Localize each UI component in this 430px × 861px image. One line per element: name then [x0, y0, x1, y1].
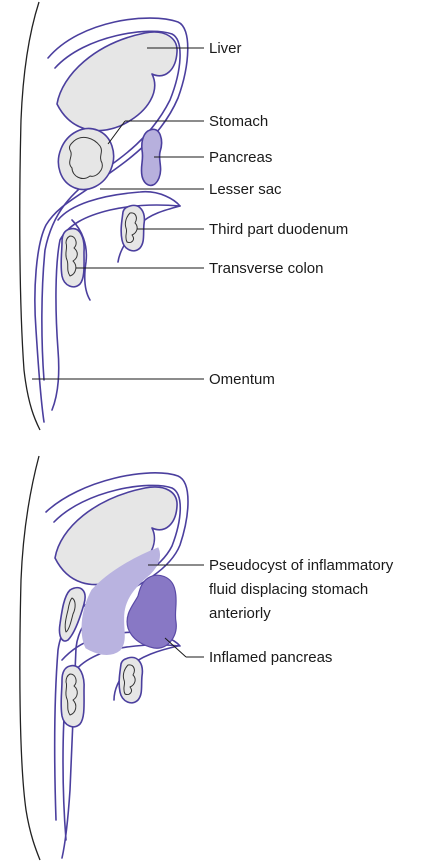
- omentum-label: Omentum: [209, 371, 275, 388]
- compressed-stomach-organ: [59, 588, 85, 641]
- stomach-organ: [49, 120, 122, 198]
- duodenum-organ-lower: [119, 657, 142, 702]
- pseudocyst-panel: Pseudocyst of inflammatory fluid displac…: [20, 456, 394, 860]
- pancreas-label: Pancreas: [209, 149, 272, 166]
- inflamed-pancreas-leader: [165, 638, 186, 657]
- liver-label: Liver: [209, 40, 242, 57]
- anterior-body-wall-lower: [20, 456, 40, 860]
- pseudocyst-label-line1: Pseudocyst of inflammatory: [209, 557, 394, 574]
- anterior-body-wall: [20, 2, 40, 430]
- third-part-duodenum-label: Third part duodenum: [209, 221, 348, 238]
- lesser-sac-label: Lesser sac: [209, 181, 282, 198]
- transverse-colon-label: Transverse colon: [209, 260, 324, 277]
- liver-organ: [57, 32, 177, 131]
- pseudocyst-label-line2: fluid displacing stomach: [209, 581, 368, 598]
- pseudocyst-label-line3: anteriorly: [209, 605, 271, 622]
- duodenum-organ: [121, 205, 144, 250]
- stomach-label: Stomach: [209, 113, 268, 130]
- inflamed-pancreas-label: Inflamed pancreas: [209, 649, 332, 666]
- normal-anatomy-panel: Liver Stomach Pancreas Lesser sac Third …: [20, 2, 348, 430]
- transverse-colon-organ: [61, 229, 84, 287]
- greater-omentum: [52, 192, 180, 410]
